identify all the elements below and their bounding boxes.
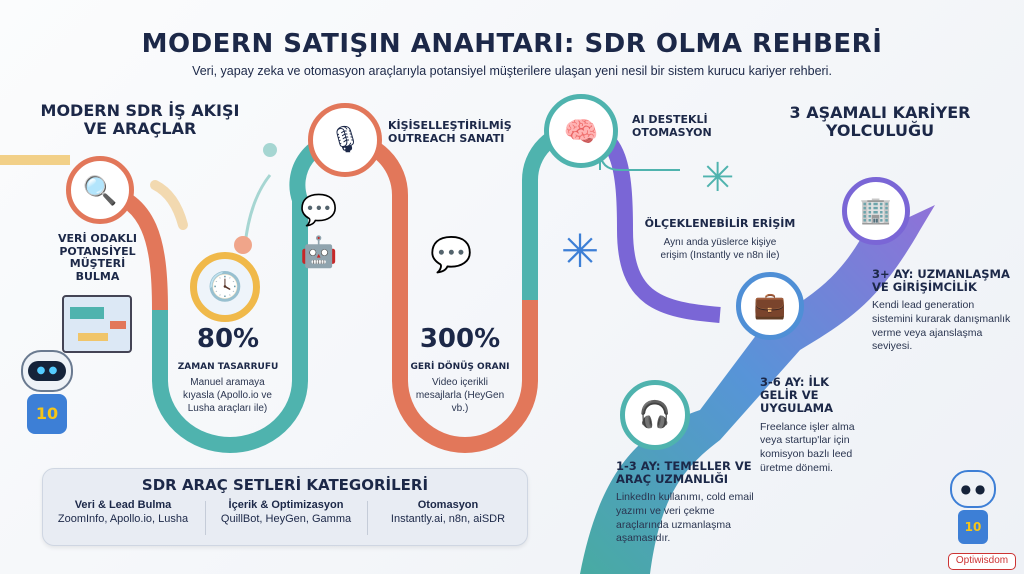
career-stage-1: 1-3 AY: TEMELLER VE ARAÇ UZMANLIĞI Linke… (616, 459, 754, 546)
scale-desc: Aynı anda yüslerce kişiye erişim (Instan… (660, 237, 780, 261)
column-divider (367, 501, 368, 535)
tool-column-title: İçerik & Optimizasyon (228, 499, 344, 511)
stage2-title: 3-6 AY: İLK GELİR VE UYGULAMA (760, 375, 834, 416)
stage3-title: 3+ AY: UZMANLAŞMA VE GİRİŞİMCİLİK (872, 267, 1010, 295)
step1-title: VERİ ODAKLI POTANSİYEL MÜŞTERİ BULMA (57, 232, 138, 283)
clock-icon: 🕓 (190, 252, 260, 322)
robot-mascot-left: ● ● 10 (12, 350, 82, 462)
microphone-chat-icon: 🎙 (308, 103, 382, 177)
stage3-desc: Kendi lead generation sistemini kurarak … (872, 299, 1011, 353)
tools-title: SDR ARAÇ SETLERİ KATEGORİLERİ (141, 476, 429, 494)
ai-brain-icon: 🧠 (544, 94, 618, 168)
career-stage-3: 3+ AY: UZMANLAŞMA VE GİRİŞİMCİLİK Kendi … (872, 267, 1017, 354)
career-heading-line2: YOLCULUĞU (825, 121, 935, 141)
step2-title: KİŞİSELLEŞTİRİLMİŞ OUTREACH SANATI (388, 119, 512, 145)
career-heading-line1: 3 AŞAMALI KARİYER (789, 103, 971, 122)
robot-badge: 10 (27, 394, 67, 434)
stat2-label: GERİ DÖNÜŞ ORANI (410, 362, 510, 372)
page-title: MODERN SATIŞIN ANAHTARI: SDR OLMA REHBER… (141, 29, 883, 59)
briefcase-coins-icon: 💼 (736, 272, 804, 340)
stat1-label: ZAMAN TASARRUFU (177, 362, 279, 372)
headset-operator-icon: 🎧 (620, 380, 690, 450)
stage1-desc: LinkedIn kullanımı, cold email yazımı ve… (616, 491, 754, 545)
scale-title: ÖLÇEKLENEBİLİR ERİŞİM (644, 217, 796, 230)
stage1-title: 1-3 AY: TEMELLER VE ARAÇ UZMANLIĞI (616, 459, 752, 487)
robot-badge: 10 (958, 510, 988, 544)
stat2-desc: Video içerikli mesajlarla (HeyGen vb.) (415, 377, 505, 414)
browser-window-icon (62, 295, 132, 353)
stat2-value: 300% (419, 324, 501, 354)
building-growth-icon: 🏢 (842, 177, 910, 245)
page-subtitle: Veri, yapay zeka ve otomasyon araçlarıyl… (192, 64, 832, 78)
tool-categories-panel: SDR ARAÇ SETLERİ KATEGORİLERİ Veri & Lea… (42, 468, 528, 546)
stage2-desc: Freelance işler alma veya startup'lar iç… (760, 420, 855, 474)
tool-column-items: ZoomInfo, Apollo.io, Lusha (57, 513, 189, 525)
network-cursor-icon: ✳ (700, 155, 735, 201)
stat1-value: 80% (196, 324, 260, 354)
step3-title: AI DESTEKLİ OTOMASYON (632, 113, 712, 139)
workflow-heading-line1: MODERN SDR İŞ AKIŞI (40, 101, 240, 120)
tool-column-items: Instantly.ai, n8n, aiSDR (390, 513, 506, 525)
workflow-heading-line2: VE ARAÇLAR (83, 119, 197, 139)
brand-logo: Optiwisdom (948, 553, 1016, 570)
column-divider (205, 501, 206, 535)
search-network-icon: 🔍 (66, 156, 134, 224)
network-hub-icon: ✳ (560, 224, 600, 278)
tool-column-title: Veri & Lead Bulma (74, 499, 172, 511)
workflow-heading: MODERN SDR İŞ AKIŞI VE ARAÇLAR (20, 101, 260, 139)
tool-column-items: QuillBot, HeyGen, Gamma (220, 513, 352, 525)
message-stack-icon: 💬 (430, 235, 473, 275)
stat1-desc: Manuel aramaya kıyasla (Apollo.io ve Lus… (183, 377, 272, 414)
career-heading: 3 AŞAMALI KARİYER YOLCULUĞU (770, 103, 990, 141)
career-stage-2: 3-6 AY: İLK GELİR VE UYGULAMA Freelance … (760, 375, 868, 475)
robot-mascot-right: ● ● 10 (938, 470, 1008, 550)
chat-bubbles-icon: 💬🤖 (300, 193, 338, 270)
tool-column-title: Otomasyon (417, 499, 479, 511)
